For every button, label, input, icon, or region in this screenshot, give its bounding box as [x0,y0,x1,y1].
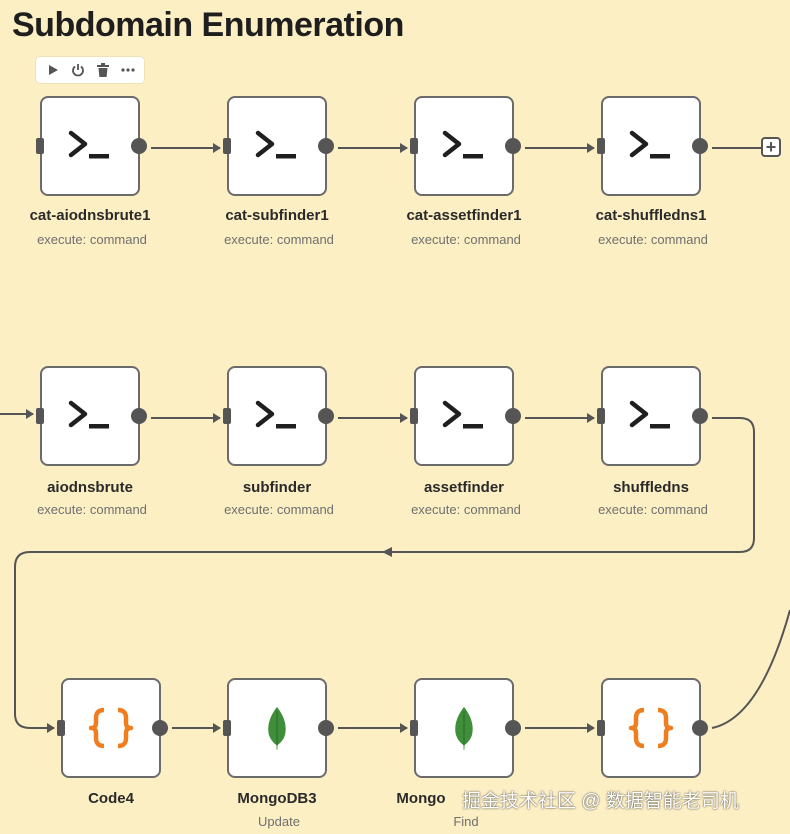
node-aiodnsbrute[interactable] [36,366,147,466]
wire-arrow [400,723,408,733]
wire-arrow [382,547,392,557]
output-port[interactable] [505,720,521,736]
node-label: assetfinder [423,479,505,496]
node-label: cat-aiodnsbrute1 [29,207,151,224]
wire-arrow [26,409,34,419]
terminal-icon [442,400,483,429]
input-port[interactable] [223,138,231,154]
node-subtitle: execute: command [598,502,708,517]
trash-icon[interactable] [93,60,113,80]
node-assetfinder[interactable] [410,366,521,466]
input-port[interactable] [57,720,65,736]
terminal-icon [255,400,296,429]
terminal-icon [629,400,670,429]
power-icon[interactable] [68,60,88,80]
node-subtitle: execute: command [37,502,147,517]
mongodb-leaf-icon [268,707,286,750]
wire-arrow [400,143,408,153]
input-port[interactable] [223,720,231,736]
terminal-icon [68,130,109,159]
wire-arrow [213,723,221,733]
output-port[interactable] [152,720,168,736]
node-label: aiodnsbrute [47,479,133,496]
node-mongodb3[interactable] [223,678,334,778]
node-subtitle: Find [453,814,479,829]
watermark: 掘金技术社区 @ 数据智能老司机 [462,791,739,812]
node-cat-shuffledns1[interactable] [597,96,708,196]
input-port[interactable] [410,720,418,736]
wire-arrow [587,413,595,423]
input-port[interactable] [410,408,418,424]
workflow-title: Subdomain Enumeration [12,6,404,44]
code-braces-icon [88,707,134,749]
node-subfinder[interactable] [223,366,334,466]
output-port[interactable] [318,138,334,154]
wire-n12-right [711,609,790,729]
node-subtitle: Update [258,814,300,829]
terminal-icon [255,130,296,159]
output-port[interactable] [505,408,521,424]
wire-arrow [587,723,595,733]
node-subtitle: execute: command [411,232,521,247]
node-cat-assetfinder1[interactable] [410,96,521,196]
mongodb-leaf-icon [455,707,473,750]
node-label: cat-assetfinder1 [406,207,522,224]
node-label: shuffledns [613,479,689,496]
input-port[interactable] [410,138,418,154]
input-port[interactable] [223,408,231,424]
node-subtitle: execute: command [411,502,521,517]
output-port[interactable] [131,408,147,424]
output-port[interactable] [692,720,708,736]
terminal-icon [442,130,483,159]
input-port[interactable] [597,138,605,154]
node-cat-aiodnsbrute1[interactable] [36,96,147,196]
node-subtitle: execute: command [224,232,334,247]
node-subtitle: execute: command [598,232,708,247]
wire-arrow [213,143,221,153]
output-port[interactable] [318,408,334,424]
node-toolbar [36,57,144,83]
add-node-button[interactable]: + [761,137,781,157]
node-code[interactable] [597,678,708,778]
output-port[interactable] [318,720,334,736]
node-label: MongoDB3 [237,790,317,807]
terminal-icon [68,400,109,429]
wire-arrow [587,143,595,153]
node-label: cat-subfinder1 [225,207,329,224]
node-cat-subfinder1[interactable] [223,96,334,196]
output-port[interactable] [505,138,521,154]
node-subtitle: execute: command [37,232,147,247]
node-mongodb-find[interactable] [410,678,521,778]
input-port[interactable] [36,408,44,424]
node-label: cat-shuffledns1 [595,207,707,224]
output-port[interactable] [131,138,147,154]
output-port[interactable] [692,408,708,424]
play-icon[interactable] [43,60,63,80]
wire-arrow [47,723,55,733]
output-port[interactable] [692,138,708,154]
node-shuffledns[interactable] [597,366,708,466]
node-label: Mongo [396,790,446,807]
input-port[interactable] [597,408,605,424]
input-port[interactable] [597,720,605,736]
more-icon[interactable] [118,60,138,80]
node-label: subfinder [242,479,312,496]
wire-arrow [400,413,408,423]
node-code4[interactable] [57,678,168,778]
node-label: Code4 [88,790,134,807]
code-braces-icon [628,707,674,749]
terminal-icon [629,130,670,159]
input-port[interactable] [36,138,44,154]
node-subtitle: execute: command [224,502,334,517]
wire-arrow [213,413,221,423]
